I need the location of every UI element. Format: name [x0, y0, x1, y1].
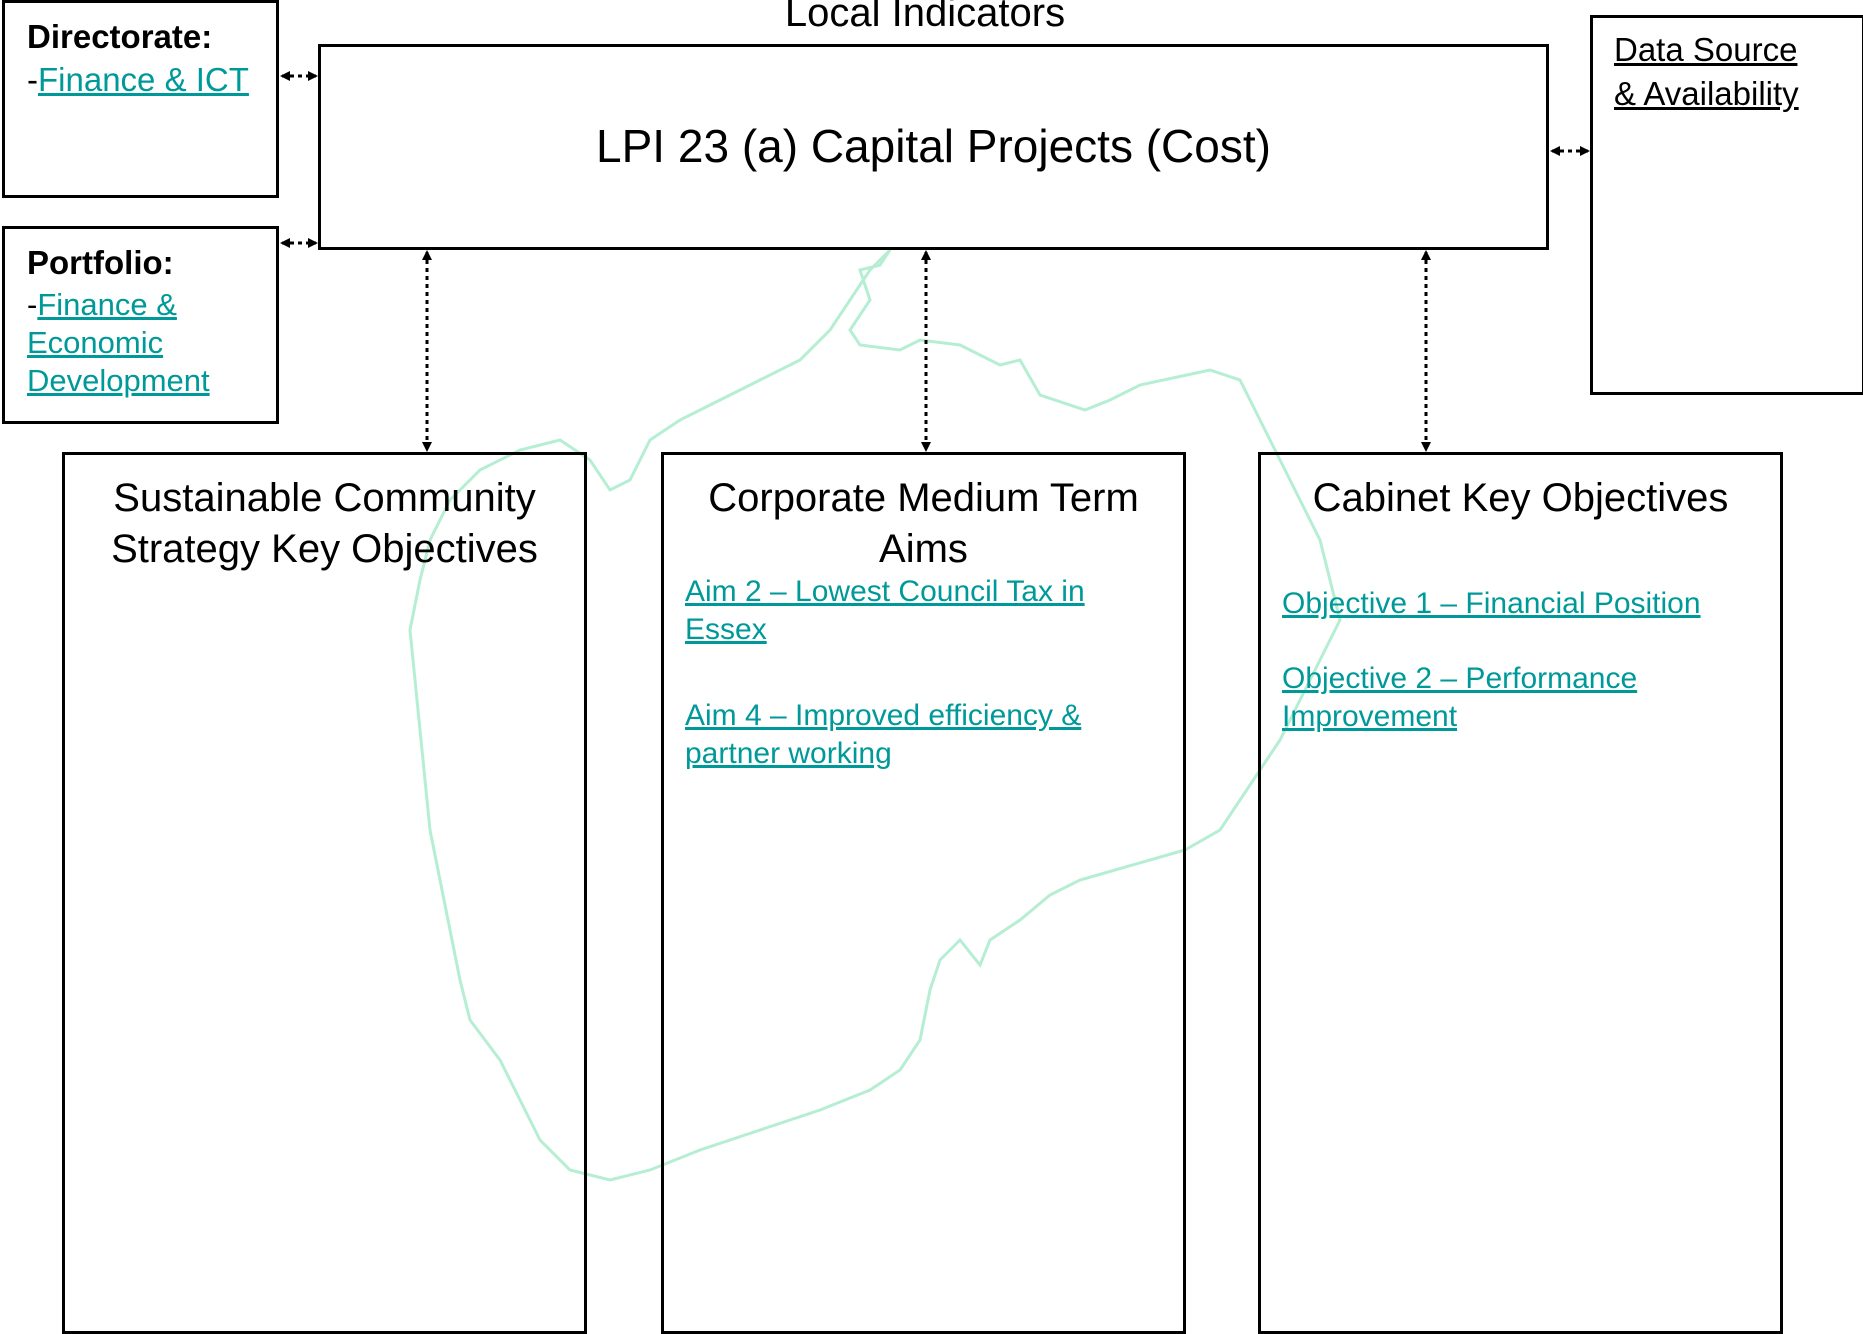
community-title-line1: Sustainable Community [113, 476, 536, 520]
corporate-title-line1: Corporate Medium Term [708, 476, 1139, 520]
aim-4-link-line1[interactable]: Aim 4 – Improved efficiency & [685, 699, 1082, 732]
portfolio-link-line3[interactable]: Development [27, 363, 210, 398]
cabinet-title: Cabinet Key Objectives [1312, 476, 1729, 520]
cabinet-objectives-box: Cabinet Key Objectives Objective 1 – Fin… [1258, 452, 1783, 1334]
portfolio-link-line2[interactable]: Economic [27, 325, 164, 360]
page-title-text: Local Indicators [784, 0, 1066, 35]
aim-4-link-line2[interactable]: partner working [685, 737, 892, 770]
corporate-aims-box: Corporate Medium Term Aims Aim 2 – Lowes… [661, 452, 1186, 1334]
data-source-line1: Data Source [1614, 31, 1798, 68]
corporate-title-line2: Aims [879, 527, 968, 571]
portfolio-heading: Portfolio: [27, 244, 174, 281]
portfolio-box: Portfolio: -Finance & Economic Developme… [2, 226, 279, 424]
objective-1-link[interactable]: Objective 1 – Financial Position [1282, 587, 1701, 620]
aim-2-link-line1[interactable]: Aim 2 – Lowest Council Tax in [685, 575, 1085, 608]
indicator-title: LPI 23 (a) Capital Projects (Cost) [596, 120, 1271, 172]
indicator-box: LPI 23 (a) Capital Projects (Cost) [318, 44, 1549, 250]
aim-2-link-line2[interactable]: Essex [685, 613, 767, 646]
community-title-line2: Strategy Key Objectives [111, 527, 538, 571]
directorate-heading: Directorate: [27, 18, 213, 55]
portfolio-prefix: - [27, 287, 38, 322]
directorate-prefix: - [27, 61, 38, 98]
portfolio-link-line1[interactable]: Finance & [37, 287, 177, 322]
directorate-link-finance-ict[interactable]: Finance & ICT [38, 61, 249, 98]
objective-2-link-line2[interactable]: Improvement [1282, 700, 1458, 733]
objective-2-link-line1[interactable]: Objective 2 – Performance [1282, 662, 1638, 695]
page-title: Local Indicators [740, 0, 1110, 36]
data-source-line2: & Availability [1614, 75, 1799, 112]
directorate-box: Directorate: -Finance & ICT [2, 0, 279, 198]
